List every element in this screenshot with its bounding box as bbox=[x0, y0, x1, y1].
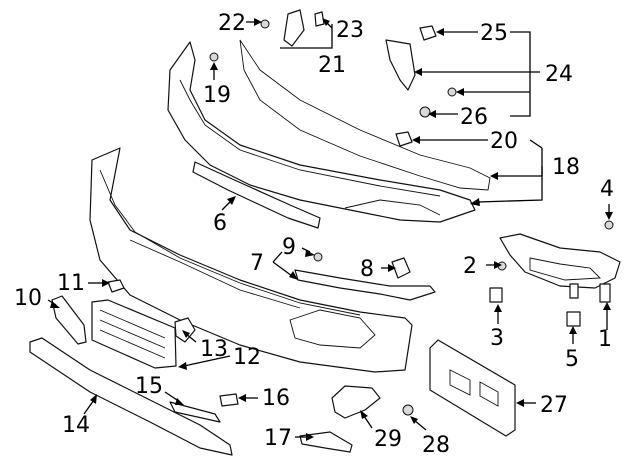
mounting-bracket bbox=[385, 39, 416, 91]
callout-16: 16 bbox=[262, 386, 290, 411]
callout-29: 29 bbox=[374, 427, 402, 452]
front-bumper-body bbox=[89, 147, 413, 373]
bolt-22 bbox=[260, 19, 270, 29]
plate-3 bbox=[489, 287, 503, 303]
callout-labels: 1 2 3 4 5 6 7 8 9 10 11 12 13 14 15 16 1… bbox=[14, 11, 614, 458]
lower-trim-strip bbox=[294, 269, 436, 301]
callout-23: 23 bbox=[336, 18, 364, 43]
callout-8: 8 bbox=[360, 257, 374, 282]
callout-4: 4 bbox=[600, 177, 614, 202]
callout-14: 14 bbox=[62, 413, 90, 438]
pin-9 bbox=[313, 252, 323, 262]
tow-hook-bracket bbox=[331, 385, 381, 419]
clip-20 bbox=[395, 131, 413, 147]
callout-17: 17 bbox=[264, 426, 292, 451]
bracket-21a bbox=[283, 9, 305, 47]
clip-16 bbox=[219, 393, 239, 407]
callout-9: 9 bbox=[282, 235, 296, 260]
clip-13 bbox=[174, 317, 196, 343]
callout-15: 15 bbox=[135, 374, 163, 399]
callout-5: 5 bbox=[565, 347, 579, 372]
bolt-19 bbox=[209, 52, 219, 62]
fog-lamp-post bbox=[569, 283, 579, 299]
callout-19: 19 bbox=[203, 83, 231, 108]
callout-3: 3 bbox=[490, 326, 504, 351]
bracket-21b bbox=[314, 11, 325, 27]
fog-lamp-bezel bbox=[499, 233, 621, 289]
clip-11 bbox=[107, 279, 125, 293]
callout-20: 20 bbox=[490, 129, 518, 154]
license-plate-bracket bbox=[429, 339, 516, 437]
fog-lamp-post-2 bbox=[599, 283, 611, 303]
callout-26: 26 bbox=[460, 105, 488, 130]
grille-insert bbox=[91, 299, 177, 369]
callout-21: 21 bbox=[318, 53, 346, 78]
clip-25 bbox=[419, 25, 437, 41]
bolt-26a bbox=[447, 87, 457, 97]
callout-18: 18 bbox=[552, 155, 580, 180]
plate-5 bbox=[566, 311, 581, 327]
bolt-28 bbox=[402, 404, 414, 416]
callout-11: 11 bbox=[57, 271, 85, 296]
callout-13: 13 bbox=[200, 337, 228, 362]
callout-28: 28 bbox=[422, 433, 450, 458]
leader-lines bbox=[47, 18, 613, 441]
upper-bumper-cover bbox=[167, 39, 491, 223]
lower-valance bbox=[29, 337, 233, 456]
callout-22: 22 bbox=[218, 11, 246, 36]
callout-12: 12 bbox=[233, 345, 261, 370]
callout-27: 27 bbox=[540, 393, 568, 418]
callout-2: 2 bbox=[463, 254, 477, 279]
callout-6: 6 bbox=[213, 211, 227, 236]
strip-15 bbox=[169, 401, 221, 423]
nut-26 bbox=[419, 106, 431, 118]
callout-10: 10 bbox=[14, 286, 42, 311]
callout-1: 1 bbox=[598, 327, 612, 352]
bumper-strip bbox=[192, 161, 321, 229]
callout-25: 25 bbox=[480, 21, 508, 46]
side-cover bbox=[51, 295, 87, 345]
bracket-8 bbox=[391, 257, 411, 279]
callout-24: 24 bbox=[545, 62, 573, 87]
bolt-4 bbox=[604, 220, 614, 230]
callout-7: 7 bbox=[250, 251, 264, 276]
